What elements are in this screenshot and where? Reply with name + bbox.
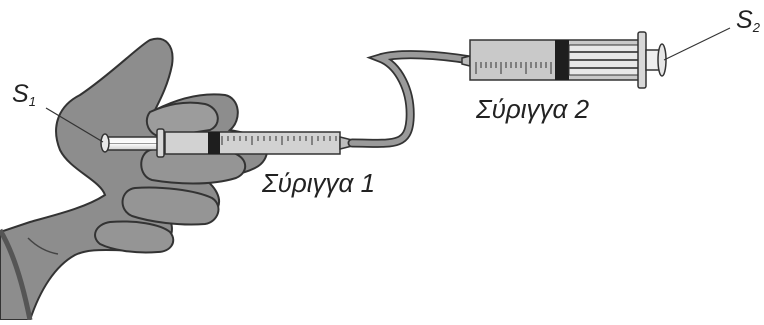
glove-middle-finger xyxy=(121,186,220,226)
syringe-1-graduations xyxy=(221,136,337,145)
glove-cuff xyxy=(0,228,33,321)
label-syringe-2: Σύριγγα 2 xyxy=(476,94,590,124)
glove-ring-finger xyxy=(94,220,175,254)
connecting-tube xyxy=(347,50,475,148)
label-s2-sub: 2 xyxy=(752,20,760,35)
syringe-1-flange xyxy=(156,128,165,158)
label-syringe-1: Σύριγγα 1 xyxy=(262,168,376,198)
syringe-1-plunger-head xyxy=(100,133,110,153)
s2-leader-line xyxy=(663,27,731,61)
label-s1-sub: 1 xyxy=(28,94,36,109)
syringe-1 xyxy=(100,128,353,158)
glove-hand xyxy=(0,37,268,321)
syringe-2-graduations xyxy=(475,62,552,74)
glove-thumb xyxy=(145,101,219,139)
s1-leader-line xyxy=(45,107,104,143)
syringe-2-tip xyxy=(461,55,471,67)
label-s2: S2 xyxy=(736,6,760,35)
syringe-2-flange xyxy=(637,31,647,89)
label-s2-letter: S xyxy=(736,6,753,34)
syringe-1-piston xyxy=(208,132,220,154)
syringe-2-plunger-head xyxy=(657,43,667,77)
syringe-2 xyxy=(461,31,667,89)
syringe-2-piston xyxy=(555,40,569,80)
label-s1: S1 xyxy=(12,80,36,109)
label-s1-letter: S xyxy=(12,80,29,108)
